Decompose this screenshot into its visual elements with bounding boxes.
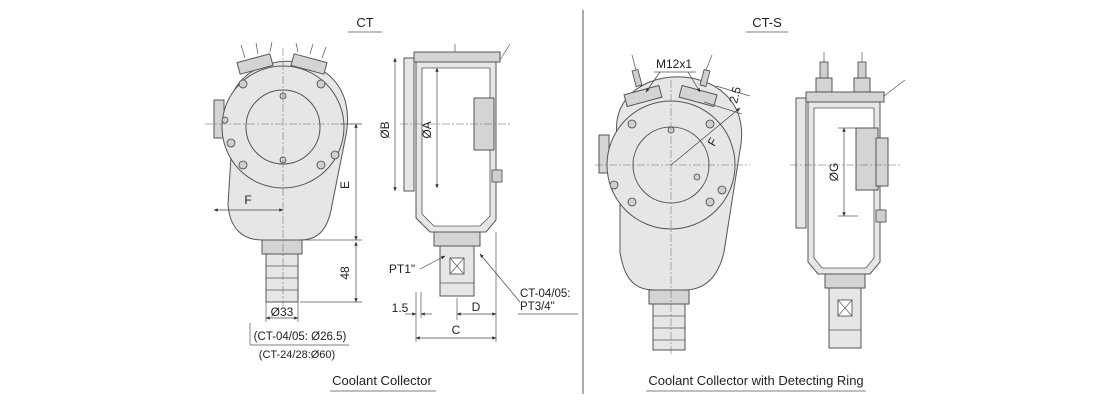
dim-c: C xyxy=(452,323,461,337)
cts-section: CT-S xyxy=(595,15,906,392)
ct-title: CT xyxy=(356,15,373,30)
ct-section: CT xyxy=(205,15,578,392)
dim-m12: M12x1 xyxy=(656,57,692,71)
cts-front-view: M12x1 2.5 F xyxy=(595,54,751,355)
note-ct0405-pt-line2: PT3/4" xyxy=(520,301,555,313)
note-ct0405: (CT-04/05: Ø26.5) xyxy=(254,331,347,343)
cts-side-view: ØG xyxy=(790,52,906,349)
dim-d25: 2.5 xyxy=(726,85,744,105)
cts-top-fittings xyxy=(623,54,718,108)
dim-48: 48 xyxy=(338,266,352,280)
dim-diam-g: ØG xyxy=(827,163,841,182)
ct-top-fittings xyxy=(236,41,328,75)
dim-d33: Ø33 xyxy=(271,305,294,319)
note-ct2428: (CT-24/28:Ø60) xyxy=(259,349,335,361)
dim-d15: 1.5 xyxy=(392,301,409,315)
dim-d: D xyxy=(472,300,481,314)
cts-title: CT-S xyxy=(752,15,782,30)
ct-front-view: F E 48 Ø33 (CT-04/05: Ø26.5) (CT-24/28:Ø… xyxy=(205,41,362,361)
dim-diam-b: ØB xyxy=(378,121,392,138)
cts-front-bolts xyxy=(609,119,727,207)
dim-diam-a: ØA xyxy=(420,121,434,138)
ct-caption: Coolant Collector xyxy=(332,373,432,388)
note-ct0405-pt-line1: CT-04/05: xyxy=(520,288,571,300)
dim-pt1: PT1" xyxy=(389,262,415,276)
ct-front-bolts xyxy=(221,79,340,170)
dim-e: E xyxy=(338,181,352,189)
cts-caption: Coolant Collector with Detecting Ring xyxy=(648,373,863,388)
ct-side-view: ØB ØA PT1" 1.5 D C CT-04/05: PT3/4" xyxy=(378,43,578,342)
dim-f-ct: F xyxy=(244,193,251,207)
